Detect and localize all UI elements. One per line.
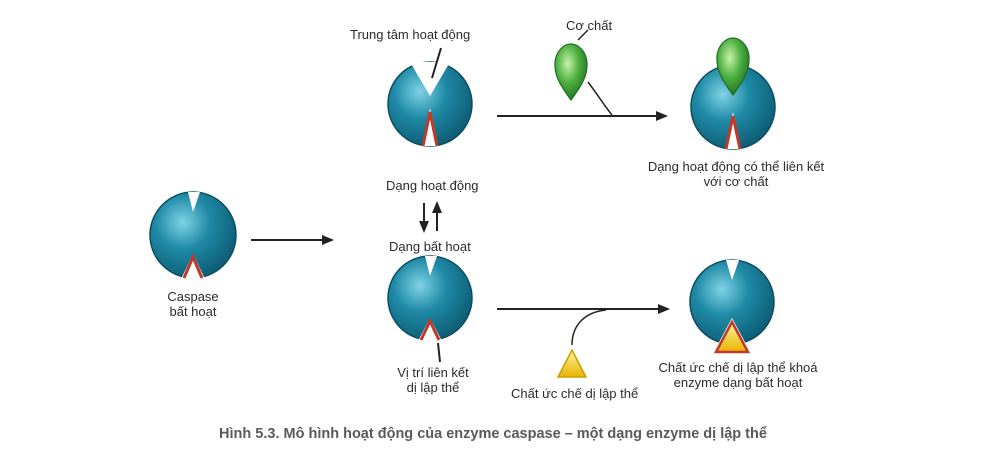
label-bound-active: Dạng hoạt động có thể liên kết với cơ ch… [630,159,842,189]
enzyme-inactive-form [387,255,473,363]
label-bound-active-line1: Dạng hoạt động có thể liên kết [647,159,825,174]
enzyme-locked-inhibitor [689,259,775,354]
inhibitor-bound-icon [713,319,751,354]
label-caspase-line1: Caspase [167,289,219,304]
substrate-join-curve [587,81,613,116]
label-allosteric-site: Vị trí liên kết dị lập thể [378,365,488,395]
label-active-site: Trung tâm hoạt động [350,27,471,42]
allosteric-site-pointer [437,342,441,363]
inhibitor-join-curve [571,309,607,346]
inhibitor-free-icon [556,348,588,378]
substrate-bound-icon [716,37,750,97]
label-locked-line1: Chất ức chế dị lập thể khoá [658,360,818,375]
active-site-pointer [431,47,442,79]
label-inhibitor: Chất ức chế dị lập thể [511,386,639,401]
label-inactive-form: Dạng bất hoạt [389,239,471,254]
figure-caption: Hình 5.3. Mô hình hoạt động của enzyme c… [219,426,767,442]
enzyme-bound-substrate [690,37,776,150]
label-bound-active-line2: với cơ chất [703,174,769,189]
label-caspase-line2: bất hoạt [169,304,217,319]
label-allosteric-line2: dị lập thể [406,380,460,395]
enzyme-active-form [387,47,473,147]
label-locked: Chất ức chế dị lập thể khoá enzyme dạng … [640,360,836,390]
substrate-free-icon [554,29,589,102]
enzyme-caspase-inactive [149,191,237,279]
label-allosteric-line1: Vị trí liên kết [397,365,469,380]
label-locked-line2: enzyme dạng bất hoạt [673,375,803,390]
label-caspase-inactive: Caspase bất hoạt [150,289,236,319]
label-substrate: Cơ chất [566,18,613,33]
label-active-form: Dạng hoạt động [386,178,479,193]
